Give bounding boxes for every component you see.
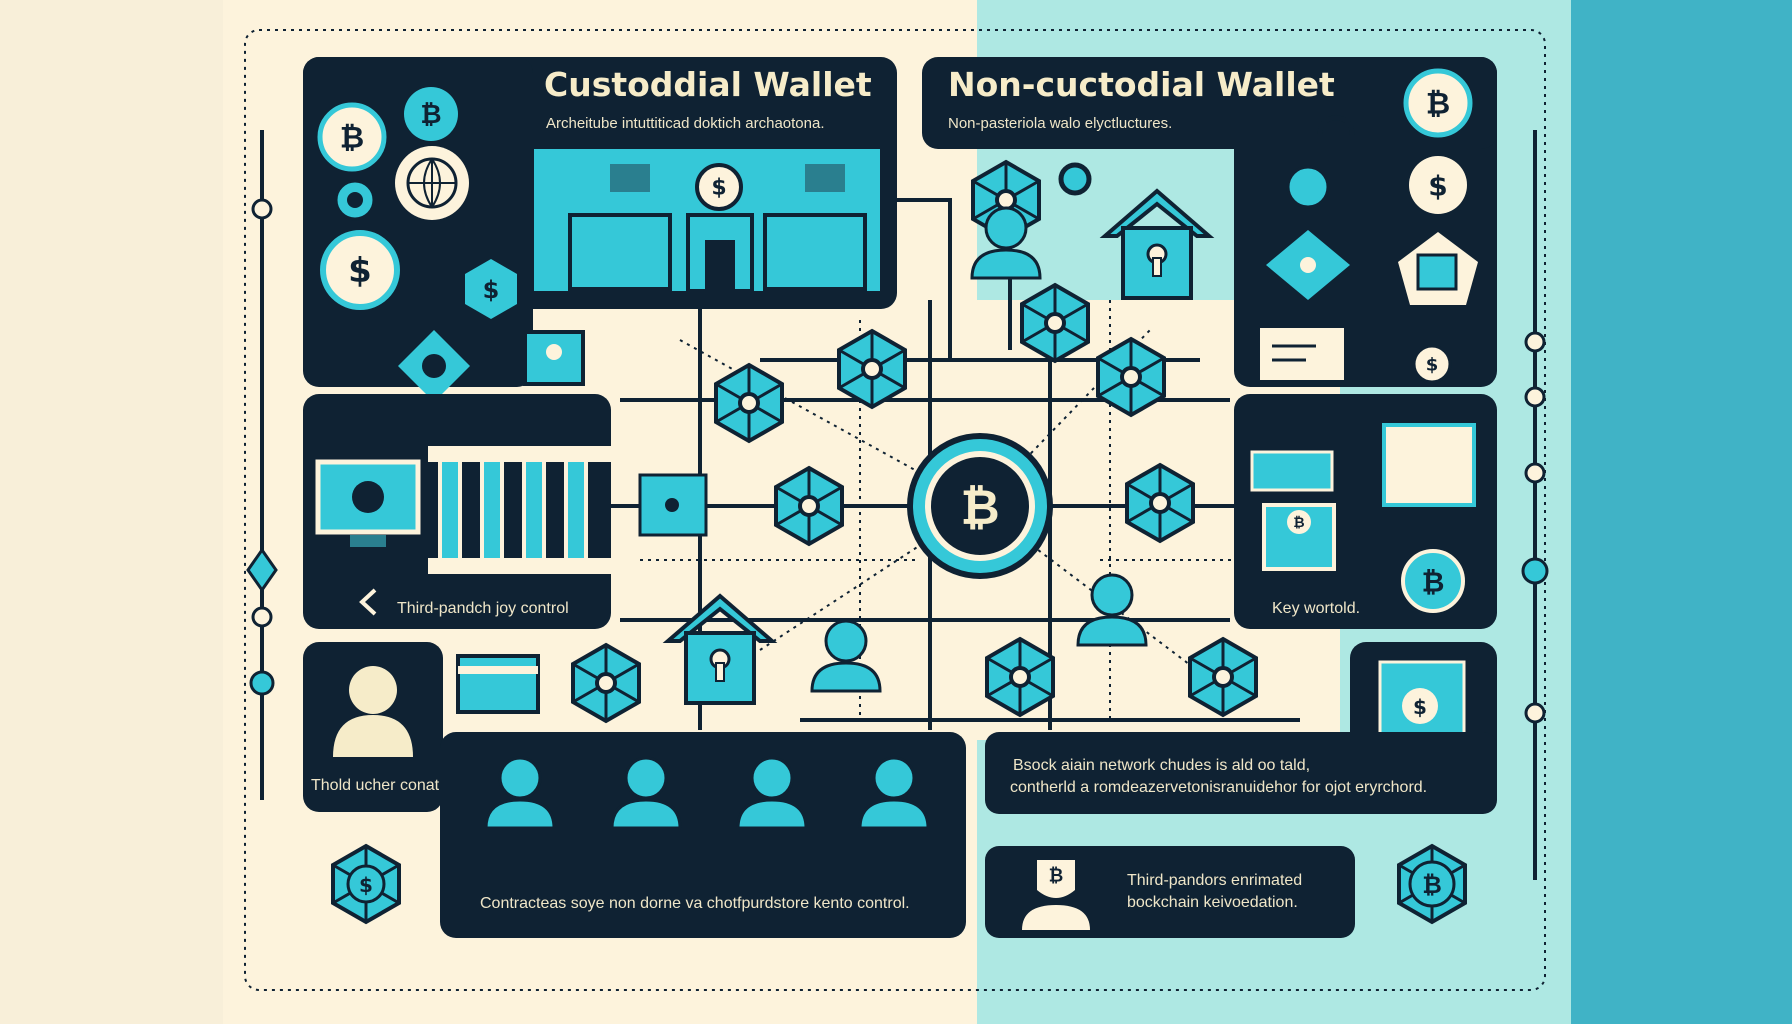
network-caption-line1: Bsock aiain network chudes is ald oo tal… [1013, 757, 1310, 774]
bank-building-icon [1382, 423, 1476, 507]
svg-text:₿: ₿ [1293, 515, 1304, 531]
custodial-subtitle: Archeitube intuttiticad doktich archaoto… [546, 115, 825, 132]
dollar-coin-icon [334, 179, 376, 221]
svg-text:₿: ₿ [420, 100, 441, 130]
svg-text:₿: ₿ [1422, 871, 1442, 899]
custodial-contract-caption: Contracteas soye non dorne va chotfpurds… [480, 895, 910, 912]
custodial-user-caption: Thold ucher conat [311, 777, 440, 794]
blockchain-node-icon [1020, 283, 1090, 363]
globe-icon [395, 146, 469, 220]
custodial-key-caption: Third-pandch joy control [397, 600, 569, 617]
vault-icon [1398, 232, 1478, 305]
non-custodial-header-panel: Non-cuctodial Wallet Non-pasteriola walo… [922, 57, 1497, 149]
background-left-strip [0, 0, 223, 1024]
blockchain-node-icon [714, 363, 784, 443]
wallet-card-icon [456, 654, 540, 714]
validation-caption-line1: Third-pandors enrimated [1127, 872, 1302, 889]
network-caption-panel: Bsock aiain network chudes is ald oo tal… [985, 732, 1497, 814]
non-custodial-key-panel: ₿ ₿ Key wortold. [1234, 394, 1497, 629]
central-bitcoin-symbol: ₿ [960, 480, 999, 536]
custodial-key-control-panel: Third-pandch joy control [303, 394, 612, 629]
svg-text:₿: ₿ [1426, 87, 1450, 122]
bitcoin-user-icon: ₿ [1022, 860, 1090, 930]
dollar-hex-icon: $ [465, 259, 517, 319]
non-custodial-key-caption: Key wortold. [1272, 600, 1360, 617]
svg-text:$: $ [483, 276, 500, 304]
svg-text:₿: ₿ [340, 121, 364, 156]
custodial-title: Custoddial Wallet [544, 65, 872, 104]
map-node-icon [638, 473, 708, 537]
svg-text:$: $ [1428, 170, 1447, 203]
rail-nodes [246, 198, 1549, 724]
network-diamond-icon [1266, 230, 1350, 300]
svg-text:$: $ [1426, 355, 1439, 376]
validation-caption-panel: ₿ Third-pandors enrimated bockchain keiv… [985, 846, 1355, 938]
blockchain-node-icon [571, 643, 641, 723]
svg-text:₿: ₿ [1049, 866, 1064, 887]
custodial-contract-panel: Contracteas soye non dorne va chotfpurds… [440, 732, 966, 938]
bitcoin-coin-icon: ₿ [404, 87, 458, 141]
ring-node-icon [1058, 162, 1092, 196]
dollar-coin-icon: $ [1409, 156, 1467, 214]
bitcoin-coin-icon: ₿ [1401, 549, 1465, 613]
custodial-user-panel: Thold ucher conat [303, 642, 443, 812]
dollar-coin-icon: $ [1412, 344, 1452, 384]
svg-text:$: $ [348, 251, 372, 291]
blockchain-node-icon [837, 329, 907, 409]
svg-text:₿: ₿ [1422, 566, 1445, 599]
dollar-symbol: $ [711, 176, 726, 201]
blockchain-node-icon [774, 466, 844, 546]
bitcoin-hex-icon: $ [331, 844, 401, 924]
dollar-coin-icon [695, 163, 743, 211]
svg-text:$: $ [359, 873, 373, 897]
non-custodial-title: Non-cuctodial Wallet [948, 65, 1335, 104]
svg-text:$: $ [1413, 695, 1427, 719]
bitcoin-coin-icon: ₿ [1403, 68, 1473, 138]
padlock-icon [1286, 115, 1355, 209]
monitor-icon [315, 459, 421, 547]
back-arrow-icon [359, 588, 377, 616]
validation-caption-line2: bockchain keivoedation. [1127, 894, 1298, 911]
bank-buildings-icon [568, 164, 867, 293]
bitcoin-coin-icon: ₿ [317, 102, 387, 172]
central-bitcoin-icon: ₿ [907, 433, 1053, 579]
network-hub-icon [398, 330, 470, 402]
blockchain-node-icon [985, 637, 1055, 717]
bank-columns-icon [428, 446, 612, 574]
blockchain-node-icon [1096, 337, 1166, 417]
background-teal-strip [1571, 0, 1792, 1024]
keyhole-box-icon [523, 330, 585, 386]
blockchain-node-icon [1188, 637, 1258, 717]
document-screen-icon [1256, 324, 1348, 384]
bitcoin-safe-icon: ₿ [1262, 503, 1336, 571]
dollar-coin-icon: $ [320, 230, 400, 310]
bitcoin-hex-icon: ₿ [1397, 844, 1467, 924]
server-rack-icon [1250, 450, 1334, 492]
non-custodial-subtitle: Non-pasteriola walo elyctluctures. [948, 115, 1172, 132]
blockchain-node-icon [1125, 463, 1195, 543]
network-caption-line2: contherld a romdeazervetonisranuidehor f… [1010, 779, 1427, 796]
